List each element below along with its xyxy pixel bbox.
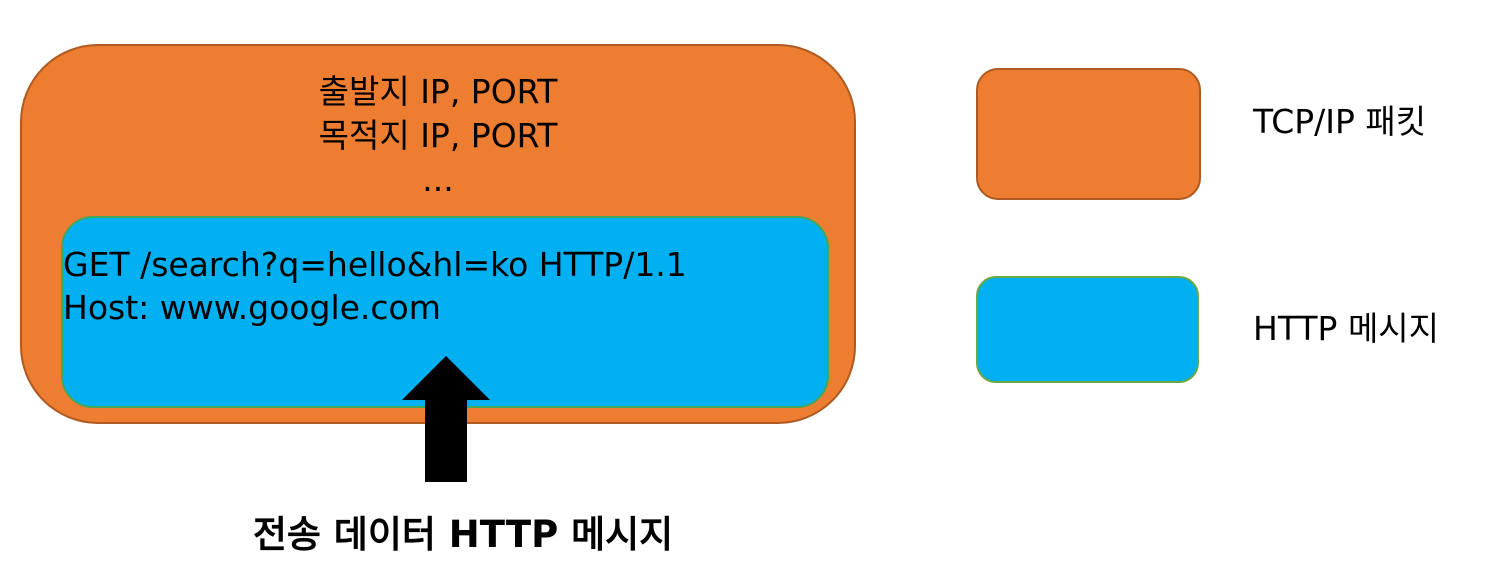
up-arrow-icon <box>402 356 490 482</box>
legend-swatch-http <box>976 276 1199 383</box>
packet-header-text: 출발지 IP, PORT 목적지 IP, PORT ... <box>20 70 856 202</box>
up-arrow-shape <box>402 356 490 482</box>
destination-ip-port-label: 목적지 IP, PORT <box>318 116 558 155</box>
legend-label-http: HTTP 메시지 <box>1253 309 1440 348</box>
http-host-line: Host: www.google.com <box>63 288 441 327</box>
ellipsis-label: ... <box>422 160 454 199</box>
http-request-line: GET /search?q=hello&hl=ko HTTP/1.1 <box>63 245 687 284</box>
legend-swatch-tcp-ip <box>976 68 1201 200</box>
source-ip-port-label: 출발지 IP, PORT <box>318 72 558 111</box>
legend-label-tcp-ip: TCP/IP 패킷 <box>1253 102 1427 141</box>
transmitted-data-caption: 전송 데이터 HTTP 메시지 <box>252 513 674 556</box>
http-message-text: GET /search?q=hello&hl=ko HTTP/1.1 Host:… <box>63 243 687 329</box>
